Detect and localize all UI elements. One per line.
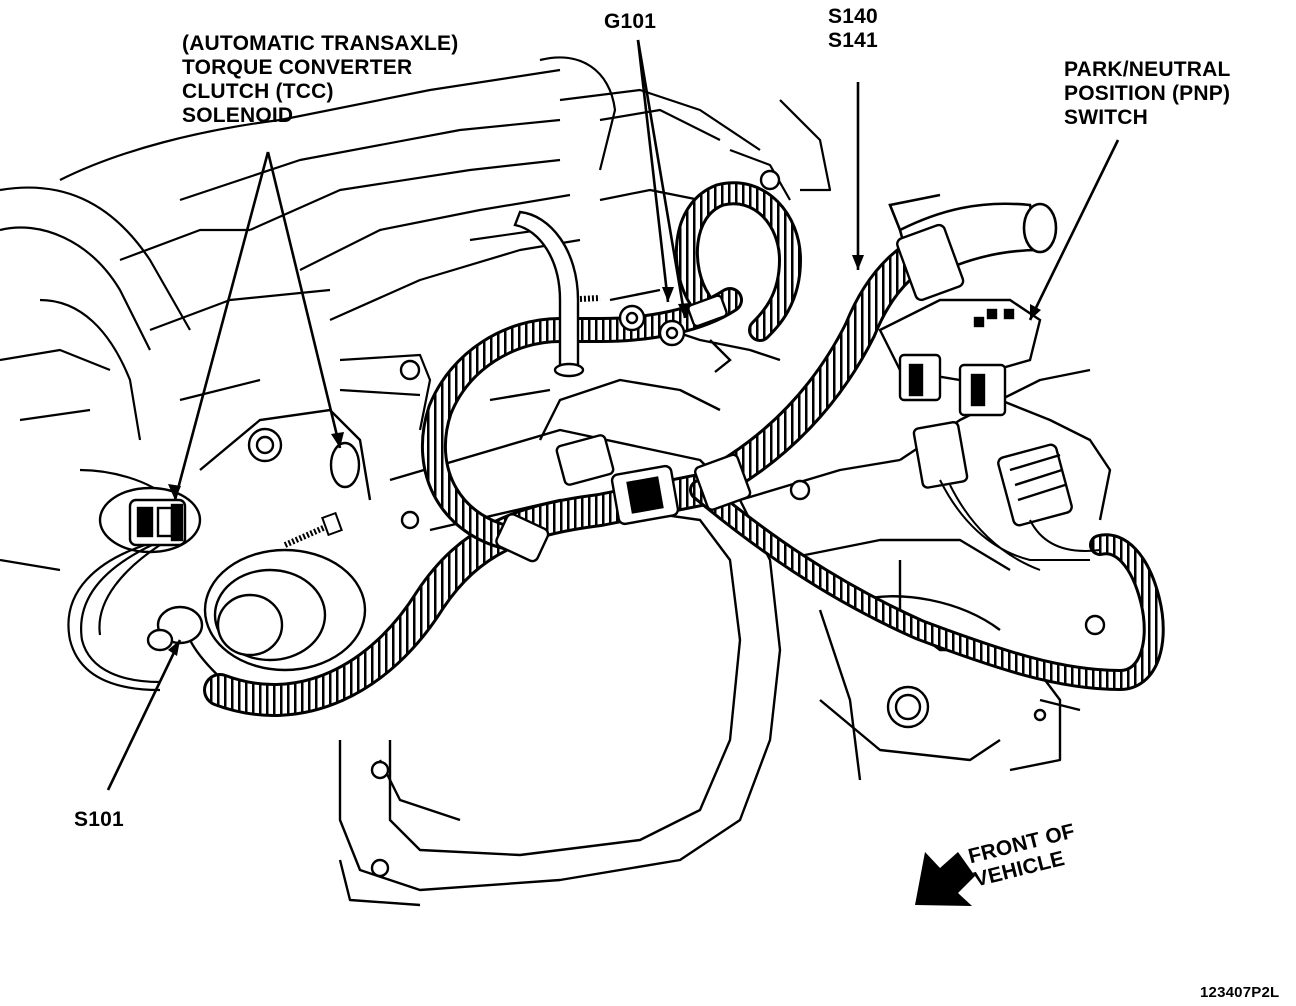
tcc-connector	[98, 486, 202, 554]
vent-tube	[513, 210, 585, 378]
g101-ground-eyelets	[618, 294, 732, 373]
s140-label-text: S140	[828, 5, 878, 28]
pnp-label-line-2: POSITION (PNP)	[1064, 82, 1231, 105]
figure-code: 123407P2L	[1200, 984, 1279, 1002]
s141-label-text: S141	[828, 29, 878, 52]
tcc-solenoid-label: (AUTOMATIC TRANSAXLE) TORQUE CONVERTER C…	[182, 32, 458, 128]
figure-code-text: 123407P2L	[1200, 984, 1280, 1001]
pnp-wire-leads	[939, 479, 1101, 571]
tcc-wire-leads	[67, 543, 161, 692]
tcc-label-line-3: CLUTCH (TCC)	[182, 80, 334, 103]
pnp-label-line-1: PARK/NEUTRAL	[1064, 58, 1231, 81]
pnp-switch-label: PARK/NEUTRAL POSITION (PNP) SWITCH	[1064, 58, 1231, 130]
tcc-label-line-4: SOLENOID	[182, 104, 294, 127]
leader-arrowheads	[168, 255, 1041, 656]
s101-label-text: S101	[74, 808, 124, 831]
tcc-label-line-2: TORQUE CONVERTER	[182, 56, 413, 79]
stud-bolts	[283, 295, 601, 548]
pnp-label-line-3: SWITCH	[1064, 106, 1149, 129]
pnp-switch-body	[878, 298, 1073, 527]
harness-clips	[495, 223, 965, 563]
s101-label: S101	[74, 808, 124, 832]
g101-label-text: G101	[604, 10, 657, 33]
s140-s141-label: S140 S141	[828, 5, 878, 53]
tcc-solenoid-housing	[199, 169, 1106, 878]
leader-lines	[106, 39, 1120, 791]
left-down-arrow-icon	[915, 852, 975, 906]
g101-label: G101	[604, 10, 656, 34]
tcc-label-line-1: (AUTOMATIC TRANSAXLE)	[182, 32, 459, 55]
